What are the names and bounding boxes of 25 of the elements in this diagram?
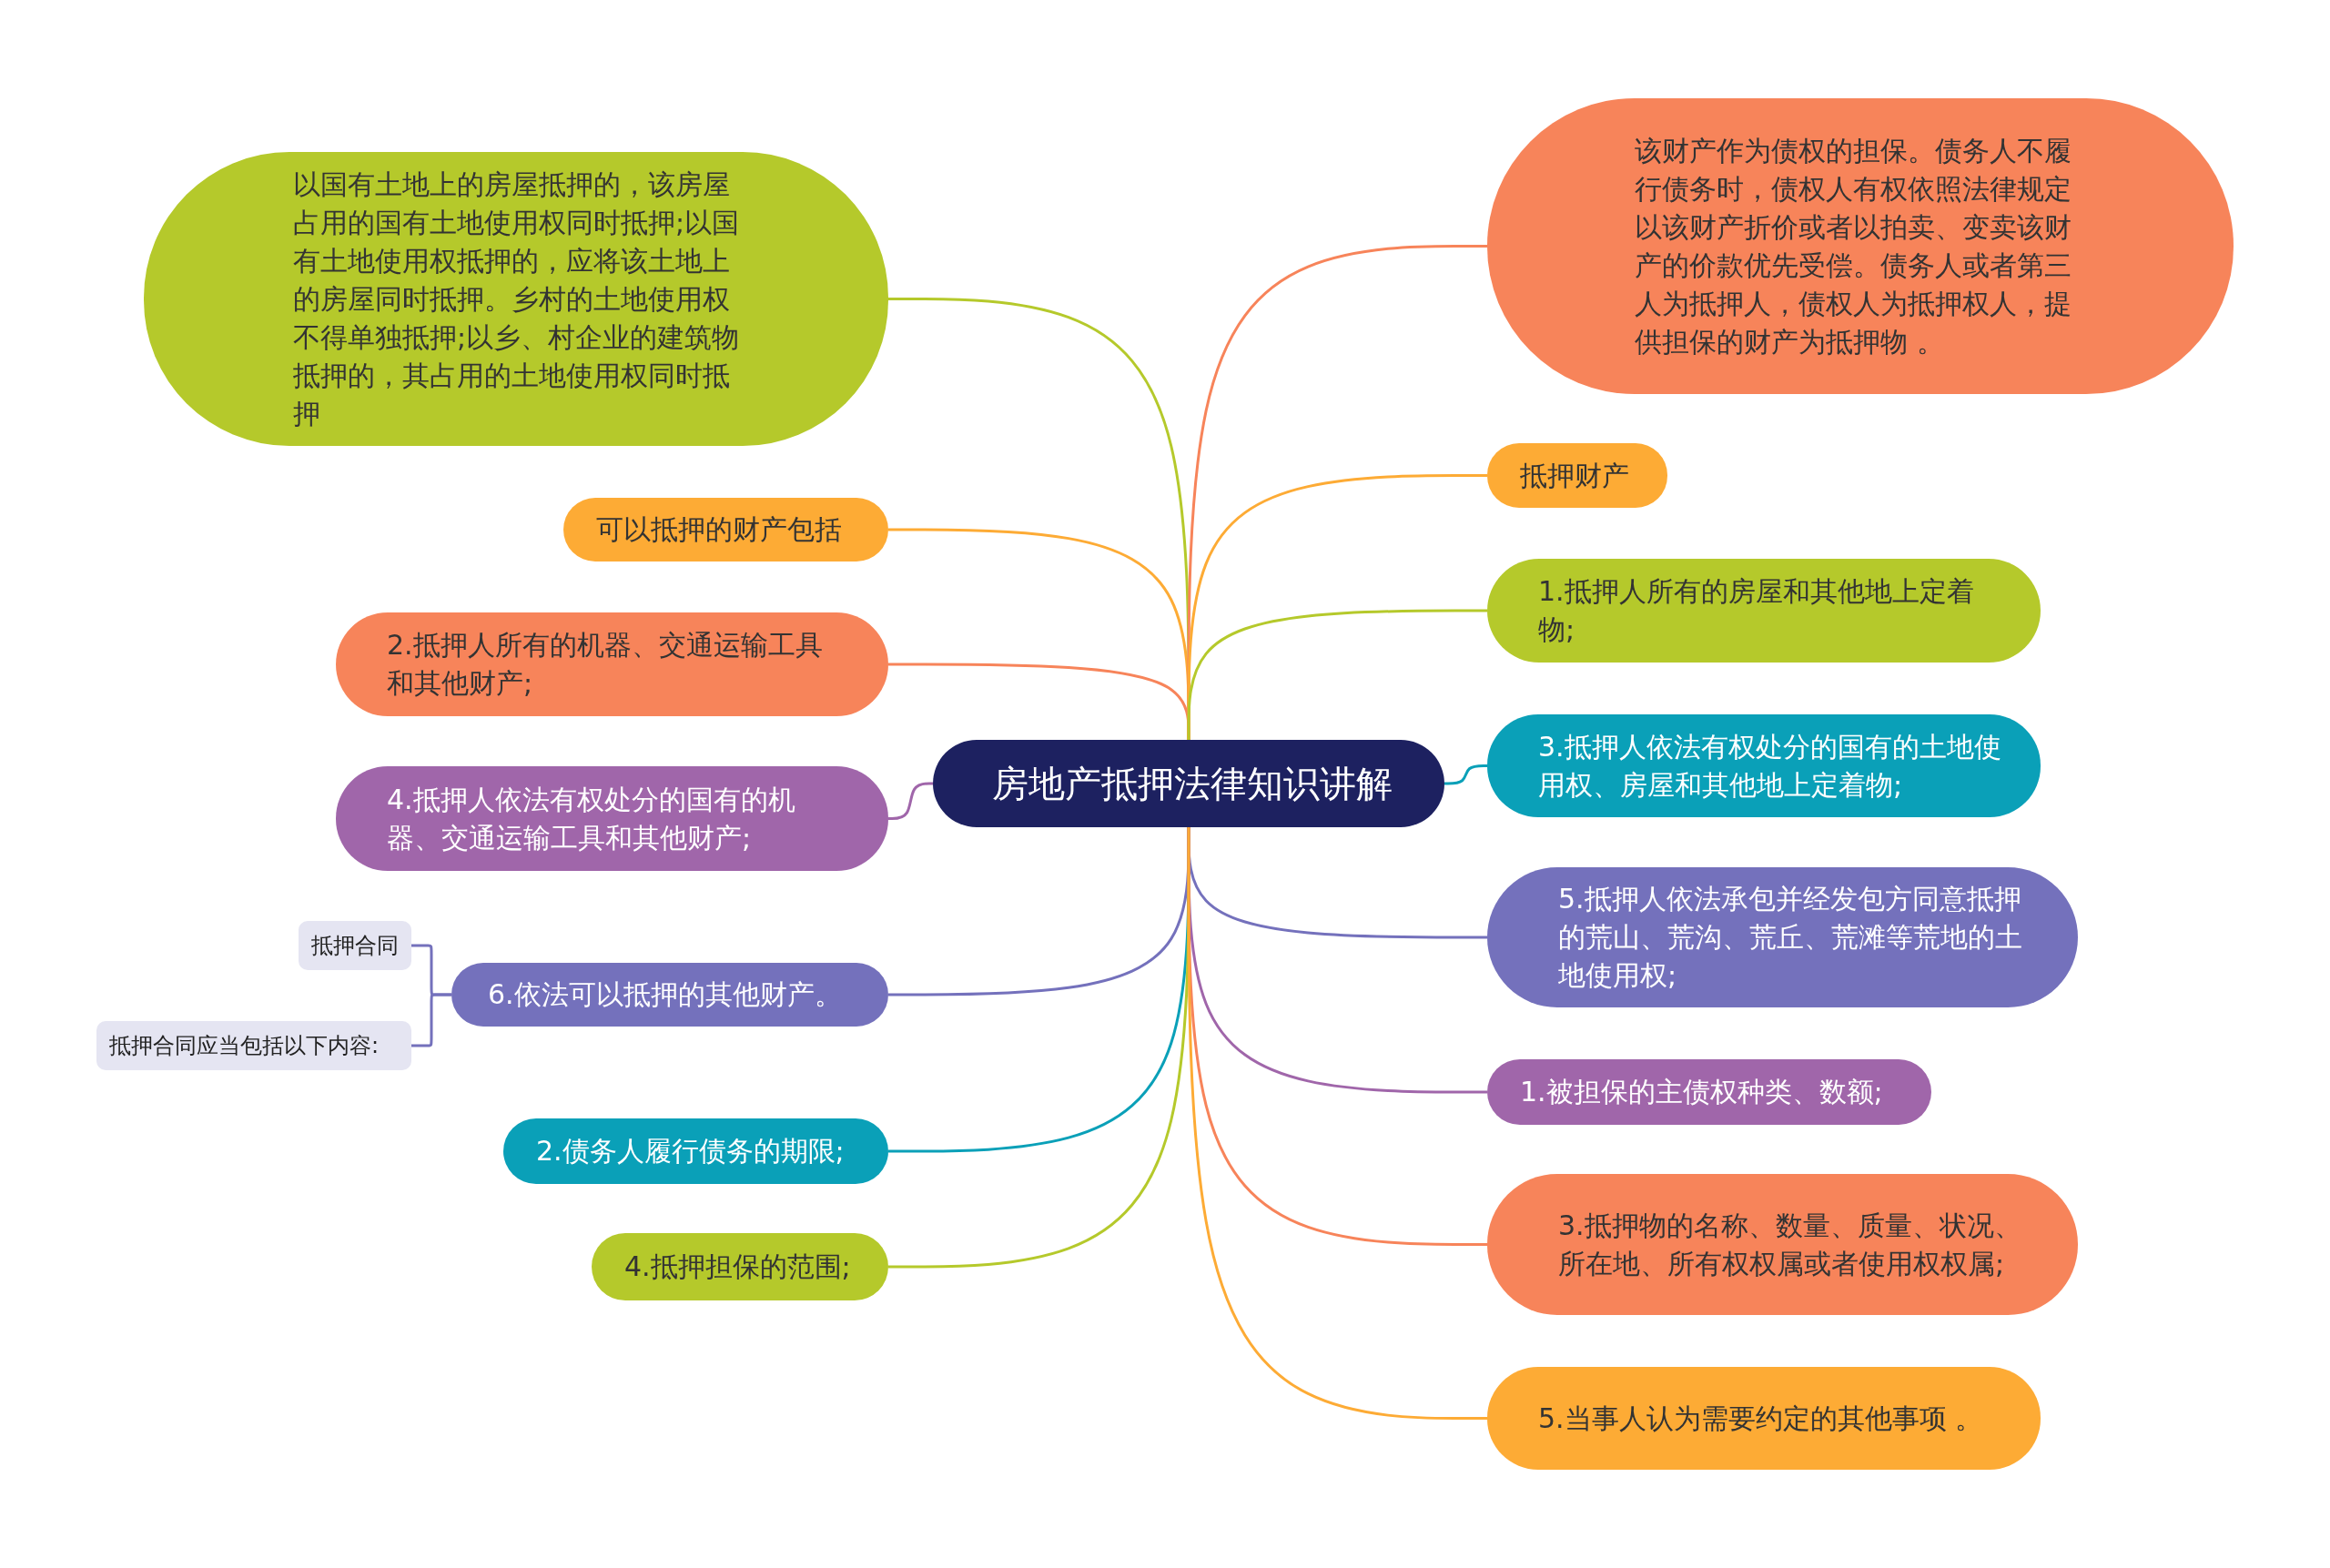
- topic-text: 可以抵押的财产包括: [596, 512, 842, 547]
- topic-text: 3.抵押物的名称、数量、质量、状况、所在地、所有权权属或者使用权权属;: [1558, 1208, 2022, 1281]
- connector-line: [1444, 764, 1487, 785]
- connector-line: [1187, 609, 1487, 740]
- topic-text: 抵押合同: [311, 932, 399, 960]
- topic-text: 2.债务人履行债务的期限;: [536, 1134, 845, 1168]
- topic-text: 1.被担保的主债权种类、数额;: [1520, 1075, 1883, 1109]
- connector-line: [1187, 827, 1487, 1420]
- topic-text: 1.抵押人所有的房屋和其他地上定着物;: [1538, 574, 1975, 647]
- topic-title: 房地产抵押法律知识讲解: [992, 762, 1393, 806]
- topic-text: 抵押合同应当包括以下内容:: [109, 1032, 380, 1060]
- topic-text: 5.抵押人依法承包并经发包方同意抵押的荒山、荒沟、荒丘、荒滩等荒地的土地使用权;: [1558, 882, 2023, 993]
- topic-text: 以国有土地上的房屋抵押的，该房屋占用的国有土地使用权同时抵押;以国有土地使用权抵押的，应将该土地上的房屋同时抵押。乡村的土地使用权不得单独抵押;以乡、村企业的建筑物抵押的，其占用的土地使用权同时抵押: [293, 167, 741, 431]
- connector-line: [888, 782, 933, 820]
- subtopic-tag: [299, 921, 411, 970]
- topic-text: 4.抵押人依法有权处分的国有的机器、交通运输工具和其他财产;: [387, 782, 796, 855]
- topic-text: 4.抵押担保的范围;: [624, 1249, 851, 1284]
- connector-line: [411, 993, 451, 1047]
- topic-text: 6.依法可以抵押的其他财产。: [488, 977, 842, 1012]
- topic-text: 5.当事人认为需要约定的其他事项 。: [1538, 1401, 1983, 1436]
- topic-text: 2.抵押人所有的机器、交通运输工具和其他财产;: [387, 628, 824, 701]
- topic-text: 抵押财产: [1520, 458, 1629, 493]
- subtopic-tag: [96, 1021, 411, 1070]
- topic-text: 3.抵押人依法有权处分的国有的土地使用权、房屋和其他地上定着物;: [1538, 729, 2002, 803]
- topic-text: 该财产作为债权的担保。债务人不履行债务时，债权人有权依照法律规定以该财产折价或者以拍卖、变卖该财产的价款优先受偿。债务人或者第三人为抵押人，债权人为抵押权人，提供担保的财产为抵押物 。: [1635, 133, 2072, 359]
